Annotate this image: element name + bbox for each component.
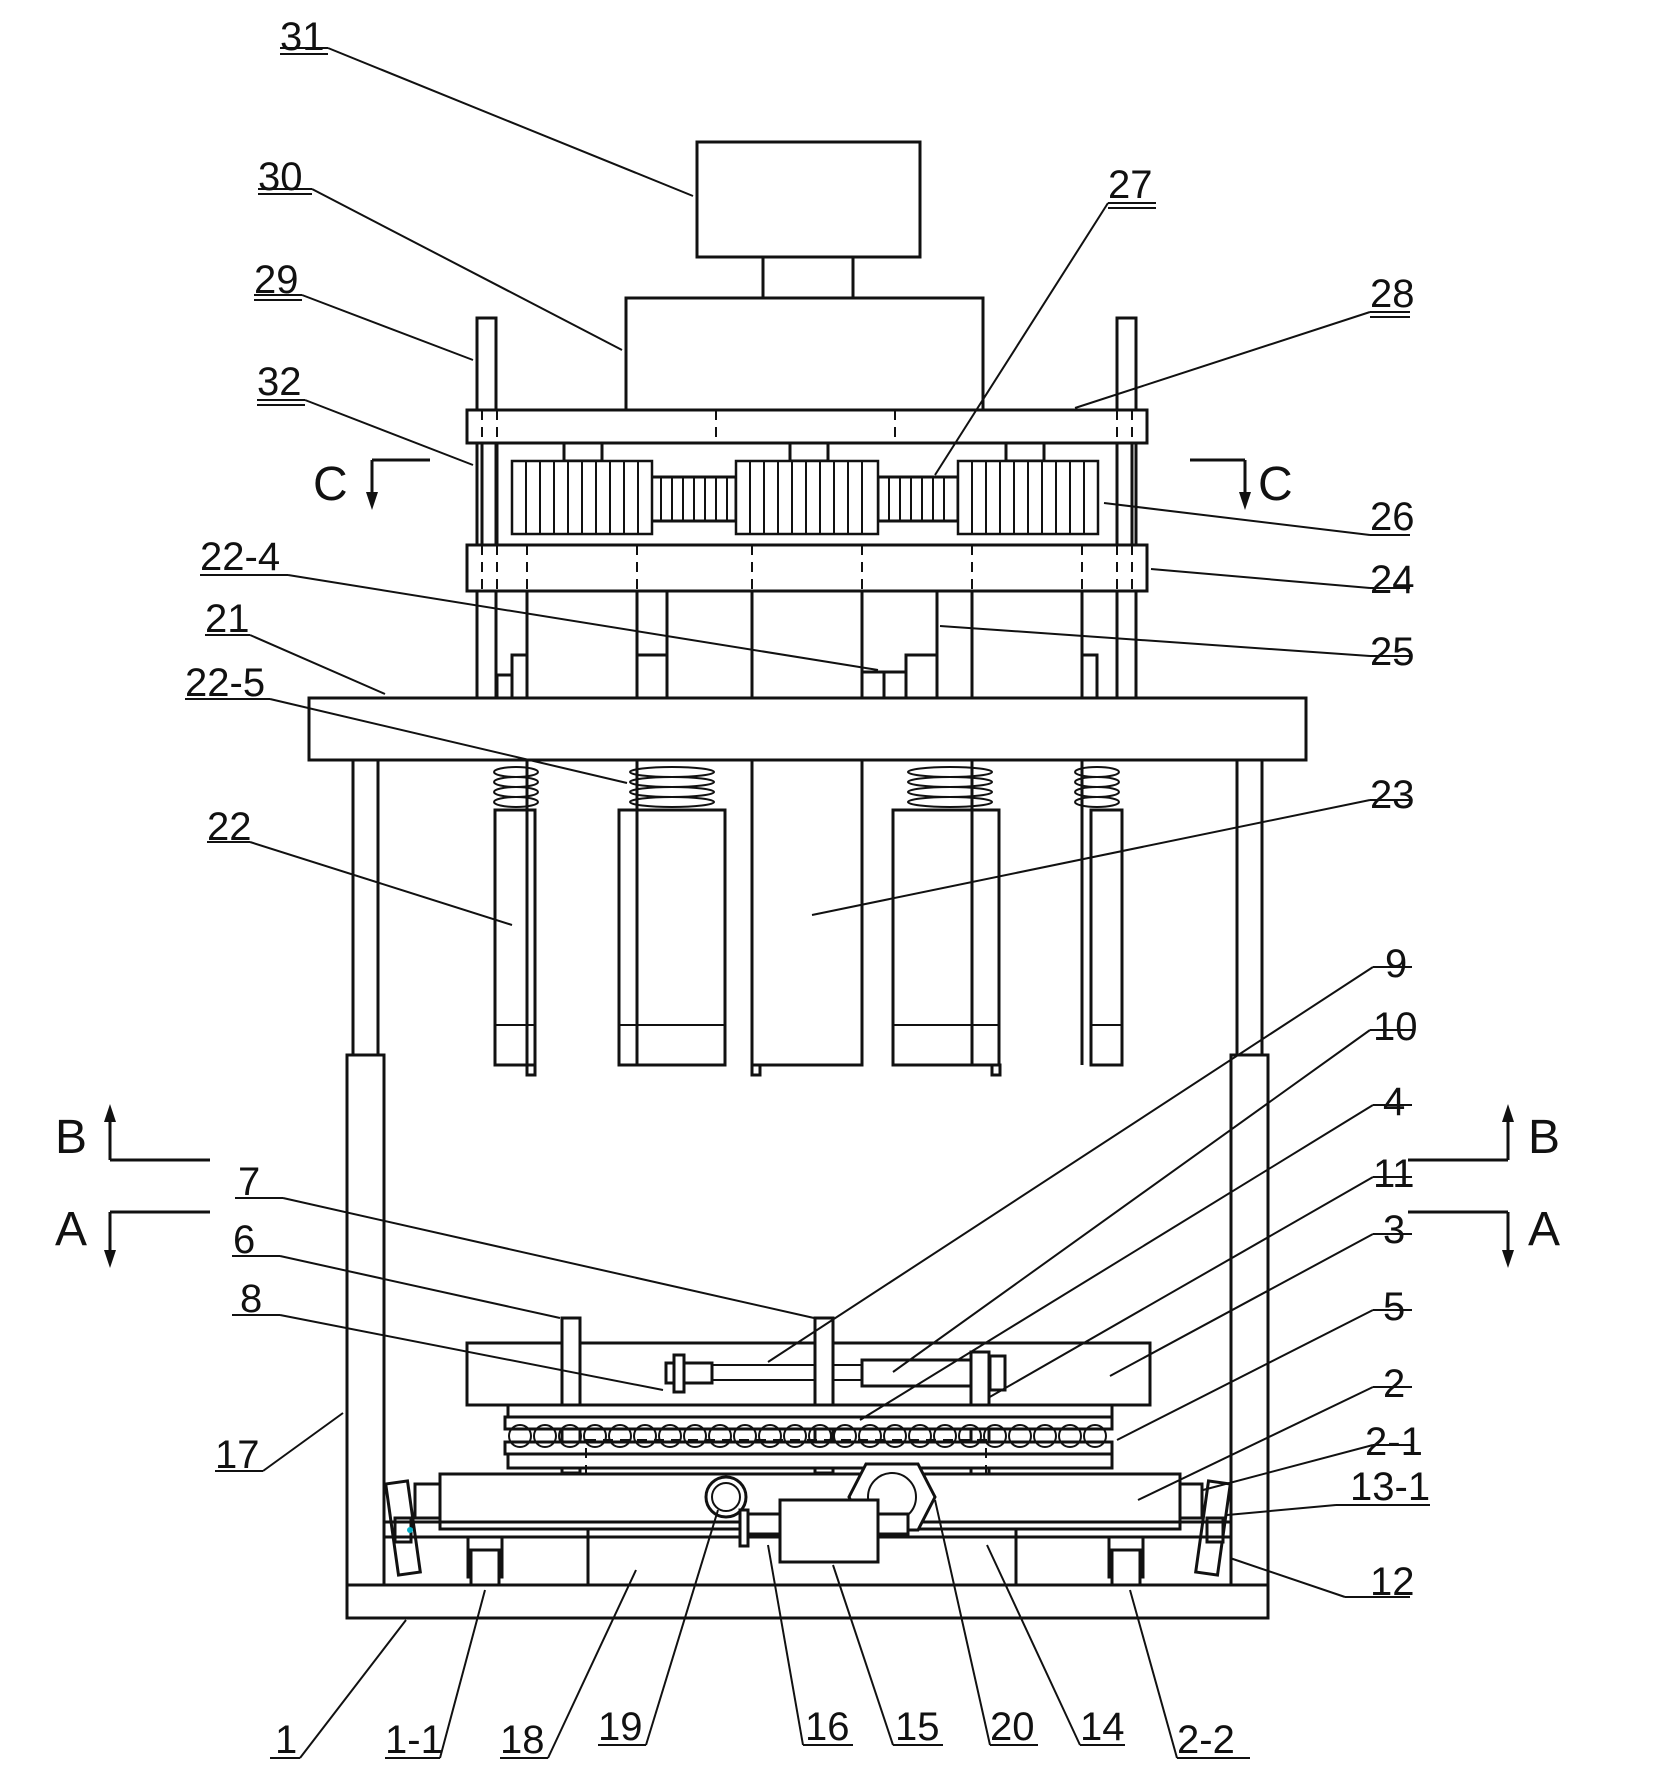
section-a-right: A bbox=[1528, 1203, 1560, 1256]
label-3: 3 bbox=[1383, 1208, 1405, 1252]
label-20: 20 bbox=[990, 1705, 1035, 1749]
label-29: 29 bbox=[254, 258, 299, 302]
label-6: 6 bbox=[233, 1218, 255, 1262]
center-press-block bbox=[750, 758, 864, 1067]
label-18: 18 bbox=[500, 1718, 545, 1762]
label-2-2: 2-2 bbox=[1177, 1718, 1235, 1762]
label-25: 25 bbox=[1370, 630, 1415, 674]
label-28: 28 bbox=[1370, 272, 1415, 316]
section-arrowheads bbox=[104, 492, 1514, 1268]
label-11: 11 bbox=[1373, 1152, 1415, 1196]
section-b-left: B bbox=[55, 1111, 87, 1164]
section-b-right: B bbox=[1528, 1111, 1560, 1164]
label-24: 24 bbox=[1370, 558, 1415, 602]
label-22-5: 22-5 bbox=[185, 661, 265, 705]
label-1: 1 bbox=[275, 1718, 297, 1762]
label-2: 2 bbox=[1383, 1362, 1405, 1406]
main-plate bbox=[307, 696, 1308, 762]
label-4: 4 bbox=[1383, 1080, 1405, 1124]
label-12: 12 bbox=[1370, 1560, 1415, 1604]
label-7: 7 bbox=[238, 1160, 260, 1204]
section-c-left: C bbox=[313, 458, 348, 511]
part-labels: 31 30 29 32 27 28 26 24 25 22-4 21 22-5 … bbox=[185, 15, 1430, 1762]
label-15: 15 bbox=[895, 1705, 940, 1749]
reducer-box bbox=[624, 296, 985, 412]
drive-motor-15 bbox=[778, 1498, 880, 1564]
label-31: 31 bbox=[280, 15, 325, 59]
label-32: 32 bbox=[257, 360, 302, 404]
label-13-1: 13-1 bbox=[1350, 1465, 1430, 1509]
springs bbox=[493, 766, 1120, 808]
motor-neck bbox=[761, 255, 855, 300]
base-plate bbox=[345, 1583, 1270, 1620]
ball-row bbox=[508, 1424, 1107, 1448]
section-letters: C C B B A A bbox=[55, 458, 1560, 1256]
label-30: 30 bbox=[258, 155, 303, 199]
label-22-4: 22-4 bbox=[200, 535, 280, 579]
leader-lines bbox=[185, 47, 1430, 1759]
label-16: 16 bbox=[805, 1705, 850, 1749]
label-2-1: 2-1 bbox=[1365, 1420, 1423, 1464]
label-23: 23 bbox=[1370, 773, 1415, 817]
pillar-upper-left bbox=[351, 758, 380, 1057]
label-21: 21 bbox=[205, 597, 250, 641]
guide-post-left bbox=[475, 316, 498, 700]
label-1-1: 1-1 bbox=[385, 1718, 443, 1762]
middle-plate bbox=[465, 543, 1149, 593]
label-8: 8 bbox=[240, 1277, 262, 1321]
label-9: 9 bbox=[1385, 942, 1407, 986]
label-17: 17 bbox=[215, 1433, 260, 1477]
section-a-left: A bbox=[55, 1203, 87, 1256]
section-c-right: C bbox=[1258, 458, 1293, 511]
label-19: 19 bbox=[598, 1705, 643, 1749]
pressing-blocks bbox=[493, 758, 1124, 1077]
label-10: 10 bbox=[1373, 1005, 1418, 1049]
label-27: 27 bbox=[1108, 163, 1153, 207]
pillar-lower-right bbox=[1229, 1053, 1270, 1587]
pillar-upper-right bbox=[1235, 758, 1264, 1057]
label-26: 26 bbox=[1370, 495, 1415, 539]
upper-plate bbox=[465, 408, 1149, 445]
motor-box bbox=[695, 140, 922, 259]
label-22: 22 bbox=[207, 805, 252, 849]
pillar-lower-left bbox=[345, 1053, 386, 1587]
label-5: 5 bbox=[1383, 1285, 1405, 1329]
label-14: 14 bbox=[1080, 1705, 1125, 1749]
